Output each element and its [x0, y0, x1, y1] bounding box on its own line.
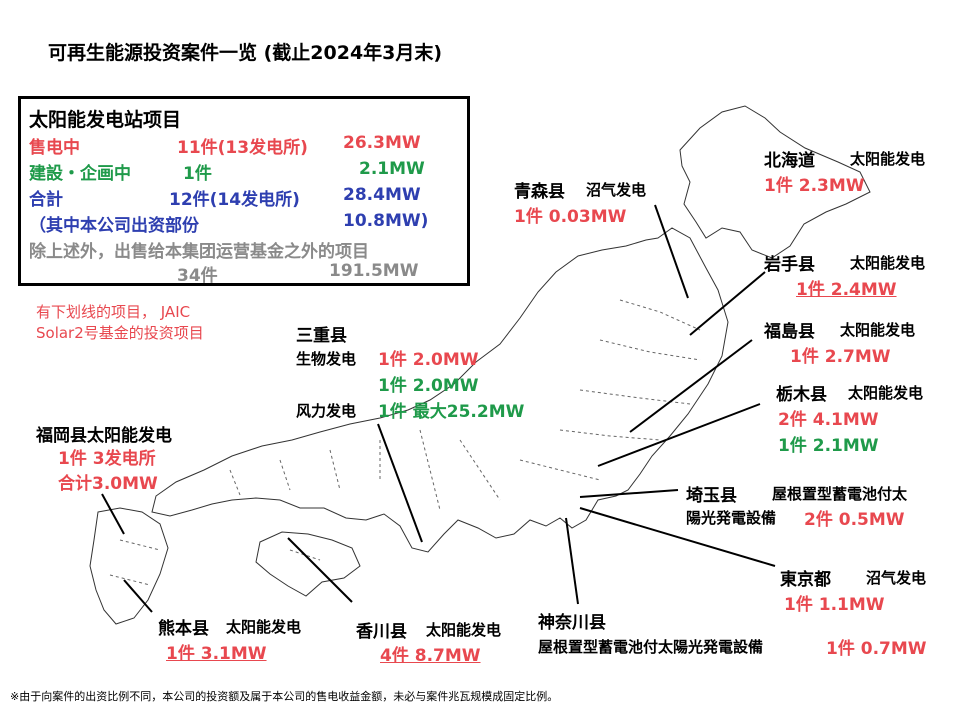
kagawa-pref: 香川县: [356, 622, 407, 642]
summary-row-mw: 26.3MW: [343, 133, 421, 153]
leader-fukushima: [629, 339, 753, 433]
summary-row-mw: 2.1MW: [359, 159, 425, 179]
leader-saitama: [579, 489, 679, 498]
mie-bio-label: 生物发电: [296, 350, 357, 368]
tochigi-pref: 栃木县: [776, 385, 827, 405]
kanagawa-kind: 屋根置型蓄電池付太陽光発電設備: [538, 638, 764, 656]
summary-other-text: 除上述外，出售给本集团运营基金之外的项目: [29, 242, 369, 262]
kanagawa-pref: 神奈川县: [538, 613, 606, 633]
tochigi-value-1: 2件 4.1MW: [778, 410, 879, 430]
mie-wind-value: 1件 最大25.2MW: [378, 402, 525, 422]
page-title: 可再生能源投资案件一览 (截止2024年3月末): [48, 42, 443, 64]
summary-heading: 太阳能发电站项目: [29, 109, 182, 131]
mie-wind-label: 风力发电: [296, 402, 357, 420]
fukushima-pref: 福島县: [764, 322, 815, 342]
aomori-pref: 青森县: [514, 182, 565, 202]
leader-mie: [377, 423, 423, 543]
leader-iwate: [689, 271, 766, 336]
summary-row-count: 1件: [183, 164, 212, 184]
leader-kumamoto: [123, 579, 153, 613]
saitama-kind: 屋根置型蓄電池付太: [772, 485, 908, 503]
saitama-value: 2件 0.5MW: [804, 510, 905, 530]
summary-row-label: 合計: [29, 190, 63, 210]
hokkaido-value: 1件 2.3MW: [764, 176, 865, 196]
iwate-value: 1件 2.4MW: [796, 280, 897, 300]
fukuoka-pref: 福岡县太阳能发电: [36, 426, 172, 446]
summary-row-count: 12件(14发电所): [169, 190, 300, 210]
fukushima-value: 1件 2.7MW: [790, 347, 891, 367]
leader-kanagawa: [565, 517, 579, 605]
summary-box: 太阳能发电站项目 售电中 11件(13发电所) 26.3MW 建設・企画中 1件…: [18, 96, 470, 286]
footnote: ※由于向案件的出资比例不同，本公司的投资额及属于本公司的售电收益金额，未必与案件…: [10, 690, 559, 703]
iwate-pref: 岩手县: [764, 255, 815, 275]
leader-aomori: [654, 204, 689, 299]
tokyo-value: 1件 1.1MW: [784, 595, 885, 615]
hokkaido-outline: [679, 105, 871, 259]
underline-note: 有下划线的项目， JAIC Solar2号基金的投资项目: [36, 302, 204, 344]
summary-row-label: 售电中: [29, 138, 80, 158]
kanagawa-value: 1件 0.7MW: [826, 639, 927, 659]
tochigi-kind: 太阳能发电: [848, 384, 924, 402]
summary-row-count: 11件(13发电所): [177, 138, 308, 158]
tokyo-pref: 東京都: [780, 570, 831, 590]
kyushu-outline: [89, 507, 169, 625]
summary-row-mw: 10.8MW): [343, 211, 429, 231]
fukuoka-value-2: 合计3.0MW: [58, 474, 158, 494]
aomori-kind: 沼气发电: [586, 181, 647, 199]
mie-bio-value-2: 1件 2.0MW: [378, 376, 479, 396]
note-line-2: Solar2号基金的投资项目: [36, 324, 204, 342]
summary-other-count: 34件: [177, 266, 218, 286]
leader-tochigi: [597, 403, 761, 467]
honshu-outline: [151, 227, 729, 553]
note-line-1: 有下划线的项目， JAIC: [36, 303, 191, 321]
kagawa-kind: 太阳能发电: [426, 621, 502, 639]
fukushima-kind: 太阳能发电: [840, 321, 916, 339]
leader-kagawa: [287, 537, 353, 603]
hokkaido-pref: 北海道: [764, 151, 815, 171]
mie-bio-value-1: 1件 2.0MW: [378, 350, 479, 370]
summary-other-mw: 191.5MW: [329, 261, 419, 281]
summary-row-mw: 28.4MW: [343, 185, 421, 205]
fukuoka-value-1: 1件 3发电所: [58, 449, 156, 469]
kumamoto-pref: 熊本县: [158, 619, 209, 639]
tochigi-value-2: 1件 2.1MW: [778, 436, 879, 456]
hokkaido-kind: 太阳能发电: [850, 150, 926, 168]
shikoku-outline: [255, 531, 361, 597]
leader-fukuoka: [101, 493, 125, 535]
saitama-pref: 埼玉县: [686, 486, 737, 506]
mie-pref: 三重县: [296, 326, 347, 346]
summary-row-label: 建設・企画中: [29, 164, 131, 184]
iwate-kind: 太阳能发电: [850, 254, 926, 272]
summary-row-label: （其中本公司出资部份: [29, 216, 199, 236]
tokyo-kind: 沼气发电: [866, 569, 927, 587]
leader-tokyo: [579, 507, 776, 567]
aomori-value: 1件 0.03MW: [514, 207, 627, 227]
kumamoto-value: 1件 3.1MW: [166, 644, 267, 664]
kumamoto-kind: 太阳能发电: [226, 618, 302, 636]
kagawa-value: 4件 8.7MW: [380, 646, 481, 666]
saitama-kind-2: 陽光発電設備: [686, 509, 777, 527]
